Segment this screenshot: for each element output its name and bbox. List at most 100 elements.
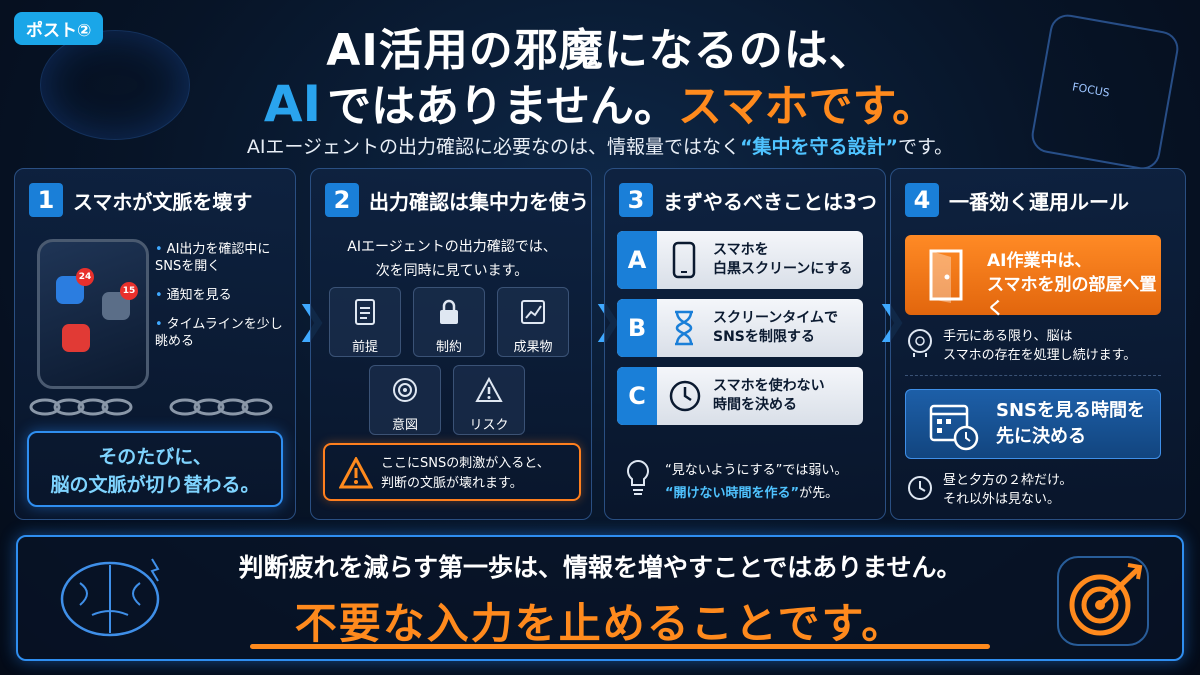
tile-deliverable: 成果物 bbox=[497, 287, 569, 357]
brain-icon bbox=[60, 558, 160, 637]
card-3-tip: “見ないようにする”では弱い。 “開けない時間を作る”が先。 bbox=[665, 459, 847, 505]
card-number: 4 bbox=[905, 183, 939, 217]
card-1-highlight: そのたびに、 脳の文脈が切り替わる。 bbox=[27, 431, 283, 507]
hourglass-icon bbox=[675, 310, 693, 346]
card-2: 2 出力確認は集中力を使う AIエージェントの出力確認では、 次を同時に見ていま… bbox=[310, 168, 592, 520]
option-line: 白黒スクリーンにする bbox=[713, 261, 853, 277]
highlight-line: 脳の文脈が切り替わる。 bbox=[50, 474, 260, 496]
card-4: 4 一番効く運用ルール AI作業中は、 スマホを別の部屋へ置く 手元にある限り、… bbox=[890, 168, 1186, 520]
title-orange: スマホです。 bbox=[677, 81, 937, 132]
card-title: 出力確認は集中力を使う bbox=[369, 189, 589, 214]
subtitle-pre: AIエージェントの出力確認に必要なのは、情報量ではなく bbox=[246, 136, 741, 158]
rule-text: SNSを見る時間を 先に決める bbox=[996, 398, 1145, 450]
rule-2: SNSを見る時間を 先に決める bbox=[905, 389, 1161, 459]
note-line: 昼と夕方の２枠だけ。 bbox=[943, 473, 1073, 488]
warning-icon bbox=[339, 457, 373, 489]
card-number: 2 bbox=[325, 183, 359, 217]
option-text: スマホを 白黒スクリーンにする bbox=[713, 241, 852, 279]
lock-icon bbox=[440, 299, 458, 324]
list-item: •AI出力を確認中にSNSを開く bbox=[155, 242, 271, 274]
clock-icon bbox=[908, 476, 932, 500]
warning-line: ここにSNSの刺激が入ると、 bbox=[381, 456, 550, 471]
rule-line: SNSを見る時間を bbox=[996, 400, 1145, 421]
notification-badge: 24 bbox=[76, 268, 94, 286]
note-line: スマホの存在を処理し続けます。 bbox=[943, 348, 1137, 363]
subtitle: AIエージェントの出力確認に必要なのは、情報量ではなく“集中を守る設計”です。 bbox=[0, 132, 1200, 159]
card-number: 1 bbox=[29, 183, 63, 217]
option-text: スマホを使わない 時間を決める bbox=[713, 377, 825, 415]
option-line: 時間を決める bbox=[713, 397, 797, 413]
option-letter: A bbox=[617, 231, 657, 289]
card-3-header: 3 まずやるべきことは3つ bbox=[619, 183, 877, 217]
conclusion-line-1: 判断疲れを減らす第一歩は、情報を増やすことではありません。 bbox=[238, 553, 962, 582]
option-text: スクリーンタイムで SNSを制限する bbox=[713, 309, 838, 347]
tile-intent: 意図 bbox=[369, 365, 441, 435]
card-2-header: 2 出力確認は集中力を使う bbox=[325, 183, 589, 217]
target-arrow-icon bbox=[1057, 556, 1149, 646]
option-line: スクリーンタイムで bbox=[713, 310, 839, 326]
notification-badge: 15 bbox=[120, 282, 138, 300]
list-item: •通知を見る bbox=[155, 288, 232, 303]
subtitle-highlight: “集中を守る設計” bbox=[740, 136, 899, 158]
card-2-intro: AIエージェントの出力確認では、 次を同時に見ています。 bbox=[311, 235, 593, 283]
head-brain-icon bbox=[908, 329, 932, 357]
smartphone-icon bbox=[672, 241, 696, 279]
lightbulb-icon bbox=[627, 459, 649, 495]
subtitle-post: です。 bbox=[898, 136, 954, 158]
tip-highlight: “開けない時間を作る” bbox=[665, 486, 800, 501]
warning-line: 判断の文脈が壊れます。 bbox=[381, 476, 523, 491]
calendar-clock-icon bbox=[929, 404, 979, 451]
warning-icon bbox=[475, 376, 503, 402]
title-line-1: AI活用の邪魔になるのは、 bbox=[326, 25, 874, 76]
tile-label: 成果物 bbox=[513, 340, 553, 355]
divider bbox=[905, 375, 1161, 376]
option-line: SNSを制限する bbox=[713, 329, 815, 345]
option-letter: C bbox=[617, 367, 657, 425]
card-3: 3 まずやるべきことは3つ A スマホを 白黒スクリーンにする B スクリーンタ… bbox=[604, 168, 886, 520]
card-title: 一番効く運用ルール bbox=[949, 189, 1129, 214]
option-line: スマホを使わない bbox=[713, 378, 825, 394]
broken-chain-icon bbox=[29, 398, 273, 416]
conclusion-line-2: 不要な入力を止めることです。 bbox=[294, 599, 906, 648]
card-1-header: 1 スマホが文脈を壊す bbox=[29, 183, 252, 217]
tile-risk: リスク bbox=[453, 365, 525, 435]
tile-constraint: 制約 bbox=[413, 287, 485, 357]
card-title: スマホが文脈を壊す bbox=[73, 189, 253, 214]
smartphone-icon: 24 15 bbox=[37, 239, 149, 389]
tile-label: 制約 bbox=[435, 340, 462, 355]
door-icon bbox=[929, 249, 963, 303]
tile-label: リスク bbox=[469, 418, 509, 433]
option-a: A スマホを 白黒スクリーンにする bbox=[617, 231, 863, 289]
card-1-bullets: •AI出力を確認中にSNSを開く •通知を見る •タイムラインを少し眺める bbox=[155, 241, 295, 362]
orange-underline bbox=[250, 644, 990, 649]
note-line: 手元にある限り、脳は bbox=[943, 329, 1073, 344]
title-ai: AI bbox=[263, 75, 322, 133]
option-b: B スクリーンタイムで SNSを制限する bbox=[617, 299, 863, 357]
tip-line: “見ないようにする”では弱い。 bbox=[665, 463, 848, 478]
card-4-header: 4 一番効く運用ルール bbox=[905, 183, 1129, 217]
highlight-line: そのたびに、 bbox=[98, 446, 212, 468]
option-line: スマホを bbox=[713, 242, 769, 258]
tile-premise: 前提 bbox=[329, 287, 401, 357]
rule-line: スマホを別の部屋へ置く bbox=[987, 275, 1157, 319]
brain-deco-icon bbox=[40, 30, 190, 140]
rule-1: AI作業中は、 スマホを別の部屋へ置く bbox=[905, 235, 1161, 319]
intro-line: AIエージェントの出力確認では、 bbox=[347, 239, 557, 255]
note-2: 昼と夕方の２枠だけ。 それ以外は見ない。 bbox=[943, 471, 1072, 509]
card-1: 1 スマホが文脈を壊す 24 15 •AI出力を確認中にSNSを開く •通知を見… bbox=[14, 168, 296, 520]
list-item: •タイムラインを少し眺める bbox=[155, 317, 283, 349]
conclusion-banner bbox=[16, 535, 1184, 661]
document-icon bbox=[355, 299, 375, 325]
card-title: まずやるべきことは3つ bbox=[663, 189, 877, 214]
title-mid: ではありません。 bbox=[327, 81, 678, 132]
warning-text: ここにSNSの刺激が入ると、 判断の文脈が壊れます。 bbox=[381, 454, 550, 494]
chart-icon bbox=[521, 300, 545, 324]
video-app-icon bbox=[62, 324, 90, 352]
rule-text: AI作業中は、 スマホを別の部屋へ置く bbox=[987, 249, 1161, 321]
note-1: 手元にある限り、脳は スマホの存在を処理し続けます。 bbox=[943, 327, 1136, 365]
card-number: 3 bbox=[619, 183, 653, 217]
note-line: それ以外は見ない。 bbox=[943, 492, 1061, 507]
card-2-warning: ここにSNSの刺激が入ると、 判断の文脈が壊れます。 bbox=[323, 443, 581, 501]
tip-line: “開けない時間を作る”が先。 bbox=[665, 482, 847, 505]
